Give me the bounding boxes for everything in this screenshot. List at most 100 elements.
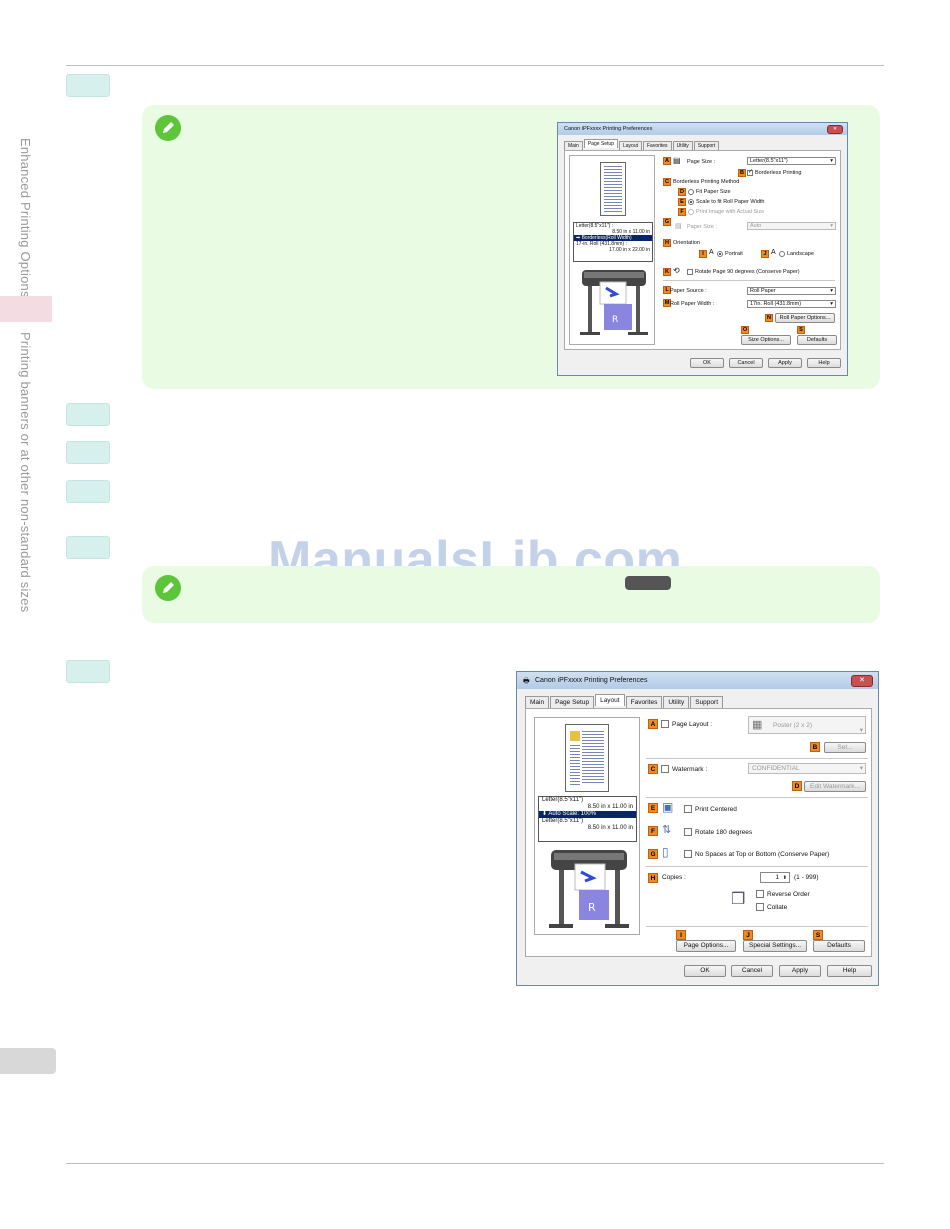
landscape-radio[interactable]: [779, 251, 785, 257]
page-layout-checkbox[interactable]: [661, 720, 669, 728]
callout-s: S: [797, 326, 805, 334]
copies-stack-icon: ❒: [731, 891, 746, 908]
cancel-button[interactable]: Cancel: [729, 358, 763, 368]
watermark-select[interactable]: CONFIDENTIAL▾: [748, 763, 866, 774]
callout-n: N: [765, 314, 773, 322]
page-size-label: Page Size :: [687, 159, 716, 165]
set-button[interactable]: Set...: [824, 742, 866, 753]
callout-m: M: [663, 299, 671, 307]
tab-favorites[interactable]: Favorites: [625, 696, 663, 708]
copies-value: 1: [775, 874, 779, 881]
paper-icon: ▤: [675, 223, 682, 230]
tab-layout[interactable]: Layout: [618, 141, 642, 150]
info-line: 8.50 in x 11.00 in: [587, 804, 633, 810]
callout-c: C: [648, 764, 658, 774]
pencil-icon: [155, 575, 181, 601]
callout-s: S: [813, 930, 823, 940]
help-button[interactable]: Help: [807, 358, 841, 368]
collate-checkbox[interactable]: [756, 903, 764, 911]
footer-rule: [66, 1163, 884, 1164]
printer-illustration: R: [580, 270, 648, 335]
tab-layout[interactable]: Layout: [595, 694, 625, 706]
size-info-box: Letter(8.5"x11") 8.50 in x 11.00 in ⬇ Au…: [538, 796, 637, 842]
tab-support[interactable]: Support: [690, 696, 724, 708]
page-size-select[interactable]: Letter(8.5"x11")▾: [747, 157, 836, 165]
defaults-button[interactable]: Defaults: [813, 940, 865, 952]
spinner-arrows-icon[interactable]: ⬍: [782, 875, 787, 881]
help-button[interactable]: Help: [827, 965, 872, 977]
rotate180-checkbox[interactable]: [684, 828, 692, 836]
callout-b: B: [810, 742, 820, 752]
tab-bar: Main Page Setup Layout Favorites Utility…: [525, 694, 724, 708]
svg-text:R: R: [612, 315, 618, 325]
ok-button[interactable]: OK: [690, 358, 724, 368]
roll-width-label: Roll Paper Width :: [670, 301, 715, 307]
watermark-checkbox[interactable]: [661, 765, 669, 773]
section-marker: [0, 296, 52, 322]
tab-panel: Letter(8.5"x11") : 8.50 in x 11.00 in ➡ …: [564, 150, 841, 350]
step-marker: [66, 660, 110, 683]
tab-utility[interactable]: Utility: [672, 141, 693, 150]
portrait-label: Portrait: [725, 251, 743, 257]
info-line: 8.50 in x 11.00 in: [612, 229, 650, 235]
copies-spinner[interactable]: 1⬍: [760, 872, 790, 883]
tab-favorites[interactable]: Favorites: [643, 141, 672, 150]
reverse-order-checkbox[interactable]: [756, 890, 764, 898]
paper-size-select[interactable]: Auto▾: [747, 222, 836, 230]
apply-button[interactable]: Apply: [768, 358, 802, 368]
section-label: Enhanced Printing Options: [18, 138, 33, 298]
no-spaces-checkbox[interactable]: [684, 850, 692, 858]
dropdown-arrow-icon: ▾: [830, 158, 833, 164]
defaults-button[interactable]: Defaults: [797, 335, 837, 345]
close-button[interactable]: ✕: [827, 125, 843, 134]
scale-to-fit-radio[interactable]: [688, 199, 694, 205]
callout-h: H: [648, 873, 658, 883]
no-spaces-label: No Spaces at Top or Bottom (Conserve Pap…: [695, 851, 830, 858]
paper-source-select[interactable]: Roll Paper ▾: [747, 287, 836, 295]
info-line: Auto Scale: 100%: [548, 811, 597, 817]
roll-paper-options-button[interactable]: Roll Paper Options...: [775, 313, 835, 323]
portrait-icon: A: [709, 249, 714, 256]
step-marker: [66, 441, 110, 464]
borderless-method-label: Borderless Printing Method: [673, 179, 740, 185]
page-layout-select[interactable]: Poster (2 x 2)▾: [748, 716, 866, 734]
tab-main[interactable]: Main: [564, 141, 583, 150]
callout-f: F: [678, 208, 686, 216]
edit-watermark-button[interactable]: Edit Watermark...: [804, 781, 866, 792]
print-actual-label: Print Image with Actual Size: [696, 209, 765, 215]
special-settings-button[interactable]: Special Settings...: [743, 940, 807, 952]
info-line: Letter(8.5"x11"): [542, 818, 584, 824]
copies-range: (1 - 999): [794, 874, 819, 881]
tab-main[interactable]: Main: [525, 696, 550, 708]
close-button[interactable]: ✕: [851, 675, 873, 687]
print-actual-radio[interactable]: [688, 209, 694, 215]
tab-page-setup[interactable]: Page Setup: [550, 696, 595, 708]
tab-utility[interactable]: Utility: [663, 696, 690, 708]
portrait-radio[interactable]: [717, 251, 723, 257]
pencil-icon: [155, 115, 181, 141]
info-highlight: ⬇ Auto Scale: 100%: [539, 811, 636, 818]
apply-button[interactable]: Apply: [779, 965, 821, 977]
tab-panel: Letter(8.5"x11") 8.50 in x 11.00 in ⬇ Au…: [525, 708, 872, 957]
layout-preview: Letter(8.5"x11") : 8.50 in x 11.00 in ➡ …: [569, 155, 655, 345]
borderless-checkbox[interactable]: [747, 168, 753, 176]
size-options-button[interactable]: Size Options...: [741, 335, 791, 345]
roll-width-select[interactable]: 17in. Roll (431.8mm)▾: [747, 300, 836, 308]
tab-page-setup[interactable]: Page Setup: [583, 139, 618, 148]
ok-button[interactable]: OK: [684, 965, 726, 977]
paper-source-value: Roll Paper: [750, 288, 776, 294]
landscape-icon: A: [771, 249, 776, 256]
tab-support[interactable]: Support: [693, 141, 720, 150]
group-divider: [646, 758, 868, 759]
tab-bar: Main Page Setup Layout Favorites Utility…: [564, 139, 720, 150]
rotate90-checkbox[interactable]: [687, 269, 693, 275]
cancel-button[interactable]: Cancel: [731, 965, 773, 977]
print-centered-checkbox[interactable]: [684, 805, 692, 813]
page-options-button[interactable]: Page Options...: [676, 940, 736, 952]
fit-paper-size-radio[interactable]: [688, 189, 694, 195]
printer-illustration: R: [549, 850, 629, 928]
orientation-label: Orientation: [673, 240, 700, 246]
copies-label: Copies :: [662, 874, 686, 881]
page-layout-label: Page Layout :: [672, 721, 713, 728]
dropdown-arrow-icon: ▾: [830, 288, 833, 294]
